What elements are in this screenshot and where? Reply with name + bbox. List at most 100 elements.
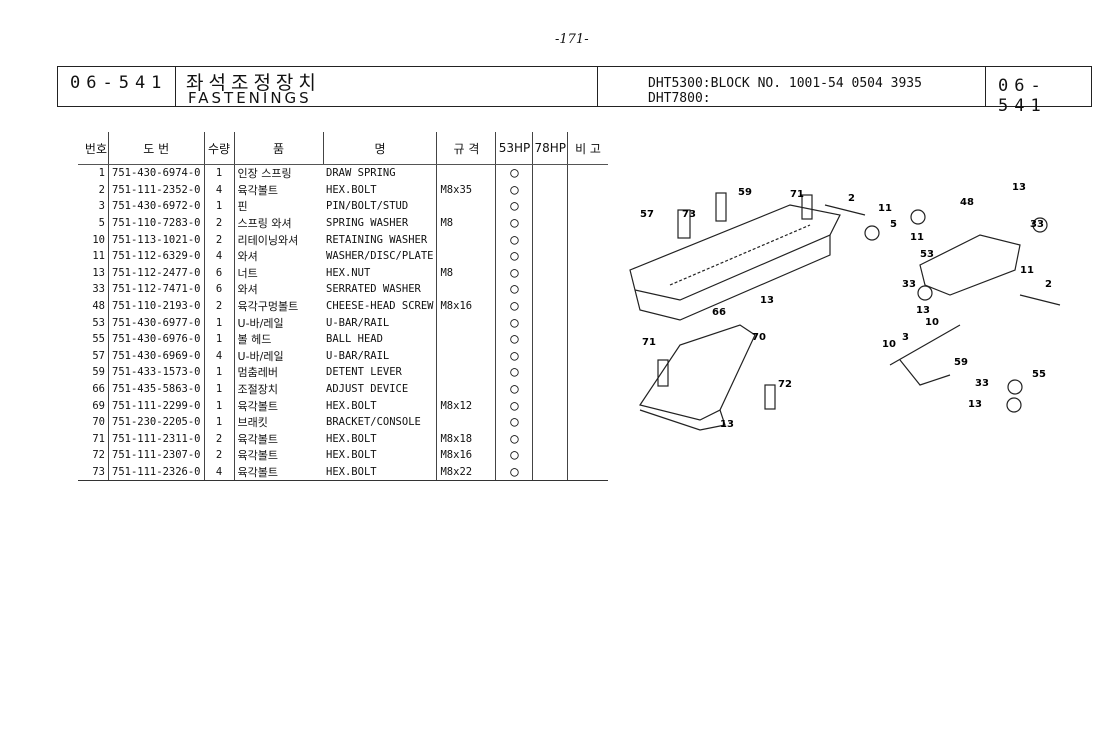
part-ref-no: 71 xyxy=(92,432,105,445)
name-korean: 육각볼트 xyxy=(233,181,324,199)
column-header: 78HP xyxy=(532,132,568,165)
part-ref-no: 48 xyxy=(92,300,105,313)
part-ref-no: 10 xyxy=(92,233,105,246)
fit-78hp xyxy=(532,447,568,464)
part-number: 751-112-6329-0 xyxy=(108,247,205,265)
part-ref-no: 1 xyxy=(98,167,105,180)
quantity: 1 xyxy=(203,314,235,331)
quantity: 4 xyxy=(203,247,235,265)
callout-label: 13 xyxy=(916,305,930,316)
part-ref-no: 5 xyxy=(98,217,105,230)
fit-78hp xyxy=(532,413,568,431)
quantity: 2 xyxy=(203,297,235,315)
name-english: BRACKET/CONSOLE xyxy=(326,416,421,429)
section-code-right: 06-541 xyxy=(998,76,1047,116)
spec xyxy=(436,281,496,298)
quantity: 2 xyxy=(203,231,235,248)
column-header: 규 격 xyxy=(436,132,496,165)
name-korean: U-바/레일 xyxy=(233,314,324,331)
remarks xyxy=(567,413,609,431)
callout-label: 13 xyxy=(1012,182,1026,193)
callout-label: 57 xyxy=(640,209,654,220)
spec xyxy=(436,413,496,431)
part-number: 751-430-6969-0 xyxy=(108,347,205,365)
part-number: 751-111-2352-0 xyxy=(108,181,205,199)
fit-53hp: ○ xyxy=(495,380,533,398)
part-ref-no: 70 xyxy=(92,416,105,429)
remarks xyxy=(567,214,609,232)
column-header: 번호 xyxy=(78,132,109,165)
remarks xyxy=(567,297,609,315)
section-code-left: 06-541 xyxy=(70,73,168,93)
fit-78hp xyxy=(532,181,568,199)
name-english: HEX.BOLT xyxy=(323,463,437,482)
spec xyxy=(436,247,496,265)
fit-78hp xyxy=(532,430,568,448)
name-english: HEX.NUT xyxy=(326,266,371,279)
fit-78hp xyxy=(532,380,568,398)
part-ref-no: 72 xyxy=(92,449,105,462)
callout-label: 59 xyxy=(954,357,968,368)
remarks xyxy=(567,281,609,298)
name-english: HEX.BOLT xyxy=(326,449,377,462)
remarks xyxy=(567,247,609,265)
callout-label: 10 xyxy=(925,317,939,328)
remarks xyxy=(567,463,609,482)
fit-53hp: ○ xyxy=(495,281,533,298)
name-english: BALL HEAD xyxy=(326,333,383,346)
quantity: 1 xyxy=(203,397,235,414)
name-korean: 육각볼트 xyxy=(233,447,324,464)
part-number: 751-230-2205-0 xyxy=(108,413,205,431)
remarks xyxy=(567,380,609,398)
remarks xyxy=(567,231,609,248)
spec: M8 xyxy=(436,264,496,282)
part-number: 751-435-5863-0 xyxy=(108,380,205,398)
name-english: SERRATED WASHER xyxy=(326,283,421,296)
fit-78hp xyxy=(532,281,568,298)
quantity: 4 xyxy=(203,463,235,482)
name-korean: 육각볼트 xyxy=(233,397,324,414)
callout-label: 13 xyxy=(760,295,774,306)
callout-label: 48 xyxy=(960,197,974,208)
remarks xyxy=(567,397,609,414)
callout-label: 5 xyxy=(890,219,897,230)
name-english: ADJUST DEVICE xyxy=(326,383,409,396)
part-number: 751-430-6977-0 xyxy=(108,314,205,331)
name-korean: 와셔 xyxy=(233,281,324,298)
fit-78hp xyxy=(532,231,568,248)
name-english: U-BAR/RAIL xyxy=(326,316,390,329)
part-ref-no: 66 xyxy=(92,383,105,396)
part-number: 751-113-1021-0 xyxy=(108,231,205,248)
name-korean: 너트 xyxy=(233,264,324,282)
spec: M8x22 xyxy=(436,463,496,482)
spec: M8 xyxy=(436,214,496,232)
column-header: 도 번 xyxy=(108,132,205,165)
spec: M8x16 xyxy=(436,447,496,464)
name-korean: 리테이닝와셔 xyxy=(233,231,324,248)
remarks xyxy=(567,430,609,448)
part-number: 751-111-2307-0 xyxy=(108,447,205,464)
part-number: 751-111-2299-0 xyxy=(108,397,205,414)
fit-53hp: ○ xyxy=(495,231,533,248)
spec: M8x16 xyxy=(436,297,496,315)
fit-53hp: ○ xyxy=(495,397,533,414)
fit-53hp: ○ xyxy=(495,247,533,265)
remarks xyxy=(567,447,609,464)
part-ref-no: 11 xyxy=(92,250,105,263)
fit-78hp xyxy=(532,330,568,348)
spec xyxy=(436,198,496,215)
part-number: 751-430-6976-0 xyxy=(108,330,205,348)
fit-53hp: ○ xyxy=(495,430,533,448)
quantity: 6 xyxy=(203,264,235,282)
adjust-device-shape xyxy=(919,234,1021,296)
fit-78hp xyxy=(532,247,568,265)
fit-53hp: ○ xyxy=(495,447,533,464)
spec xyxy=(436,164,496,182)
fit-53hp: ○ xyxy=(495,314,533,331)
